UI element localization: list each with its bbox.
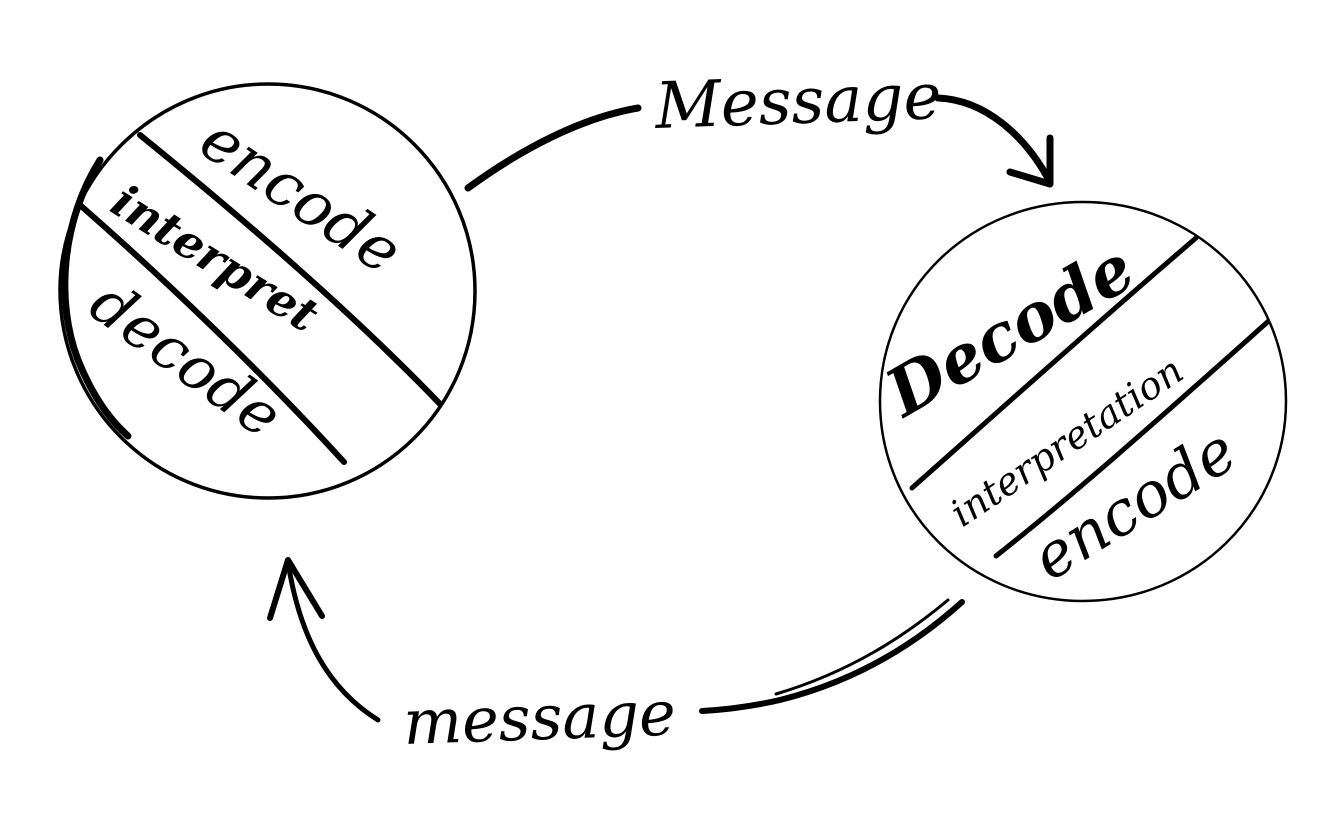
- left-circle-divider-lower: [77, 202, 347, 465]
- top-arrow-head: [1006, 134, 1054, 188]
- top-arrow-curve: [934, 94, 1054, 186]
- top-arrow-label: Message: [653, 60, 943, 144]
- top-arrow-group: Message: [464, 60, 1054, 192]
- left-circle-rim-stroke: [61, 156, 132, 440]
- bottom-arrow-head: [267, 557, 325, 621]
- bottom-arrow-label: message: [402, 677, 677, 759]
- left-circle-divider-upper: [137, 132, 445, 409]
- left-circle-outline: [58, 82, 477, 500]
- bottom-arrow-sweep-echo: [774, 598, 950, 696]
- right-circle-group: Decode interpretation encode: [871, 200, 1288, 603]
- top-arrow-tail: [464, 104, 642, 192]
- right-circle-divider-lower: [993, 315, 1275, 559]
- right-circle-outline: [878, 200, 1288, 603]
- bottom-arrow-group: message: [267, 557, 965, 759]
- right-circle-divider-upper: [909, 235, 1199, 491]
- left-circle-group: encode interpret decode: [58, 82, 477, 500]
- bottom-arrow-sweep: [699, 599, 965, 714]
- bottom-arrow-curve: [285, 559, 381, 723]
